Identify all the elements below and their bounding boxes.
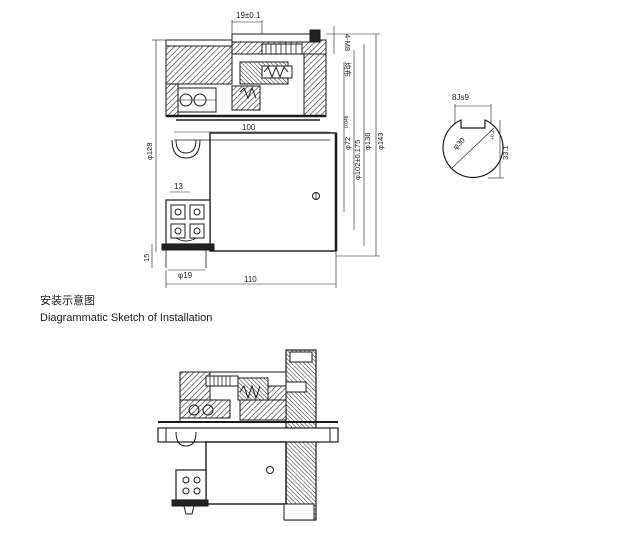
top-dimension-lines — [151, 20, 380, 288]
dim-33-tol: +0.2 — [490, 130, 496, 140]
dim-15: 15 — [142, 254, 151, 262]
caption-chinese: 安装示意图 — [40, 294, 95, 307]
caption-english: Diagrammatic Sketch of Installation — [40, 312, 213, 324]
dim-110: 110 — [244, 275, 257, 284]
dim-key: 8Js9 — [452, 93, 469, 102]
top-dimension-text: 19±0.1 4-M8 均布 100 φ128 φ72 0.046 φ102±0… — [142, 11, 385, 284]
dim-top-width: 19±0.1 — [236, 11, 261, 20]
dim-phi72-tol: 0.046 — [344, 115, 350, 128]
dim-33: 33.1 — [501, 145, 510, 160]
keyway-section — [442, 104, 504, 179]
bottom-install-view — [157, 349, 339, 521]
dim-even: 均布 — [343, 62, 353, 77]
top-section-view — [161, 29, 338, 268]
dim-phi143: φ143 — [376, 133, 385, 150]
dim-phi136: φ136 — [363, 133, 372, 150]
dim-phi72: φ72 — [343, 137, 352, 150]
dim-13: 13 — [174, 182, 183, 191]
dim-phi102: φ102±0.175 — [353, 140, 362, 180]
dim-4-m8: 4-M8 — [343, 34, 352, 51]
dim-phi128: φ128 — [145, 143, 154, 160]
dim-phi19: φ19 — [178, 271, 193, 280]
dim-inner-width: 100 — [242, 123, 256, 132]
